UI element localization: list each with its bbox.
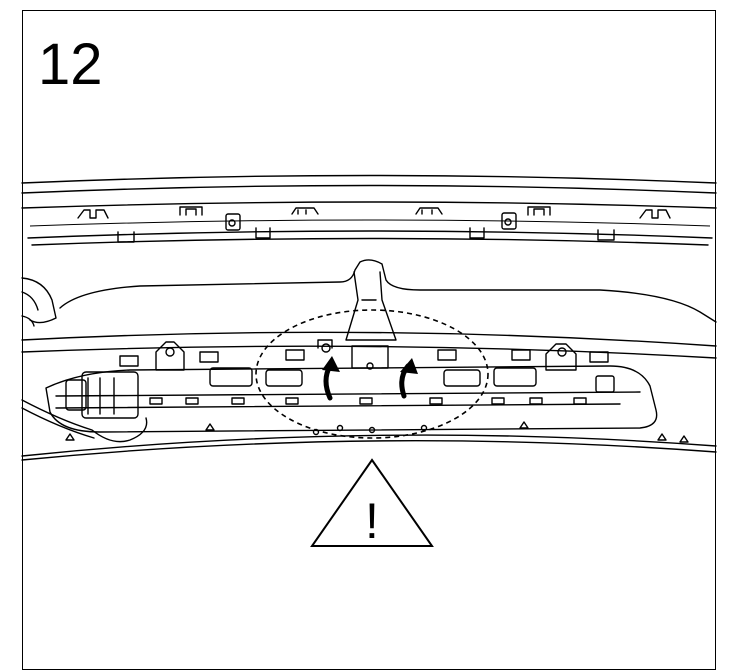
- center-bracket: [345, 271, 397, 370]
- clip-icon: [415, 207, 443, 215]
- dashed-circle-callout: [255, 309, 489, 439]
- warning-glyph: !: [365, 493, 379, 549]
- step-number: 12: [38, 32, 103, 97]
- clip-icon: [77, 209, 109, 219]
- fastener-boss: [501, 212, 517, 230]
- fastener-boss: [225, 213, 241, 231]
- fastener-hole: [504, 218, 512, 226]
- clip-icon: [527, 206, 551, 216]
- mounting-holes: [65, 421, 689, 443]
- clip-icon: [291, 207, 319, 215]
- clip-icon: [639, 209, 671, 219]
- clip-icon: [179, 206, 203, 216]
- clip-icon: [317, 339, 333, 353]
- rotate-arrow-icon: [399, 358, 418, 399]
- wiring-harness: [45, 349, 658, 433]
- warning-triangle-icon: !: [310, 458, 434, 549]
- upper-trim-strip: [21, 174, 717, 246]
- clip-icon: [155, 341, 185, 371]
- assembly-illustration: !: [21, 174, 717, 549]
- clip-icon: [545, 343, 577, 371]
- fastener-hole: [228, 219, 236, 227]
- rotate-arrow-icon: [322, 356, 340, 401]
- connector-block: [21, 371, 148, 443]
- tailgate-panel: [21, 259, 717, 461]
